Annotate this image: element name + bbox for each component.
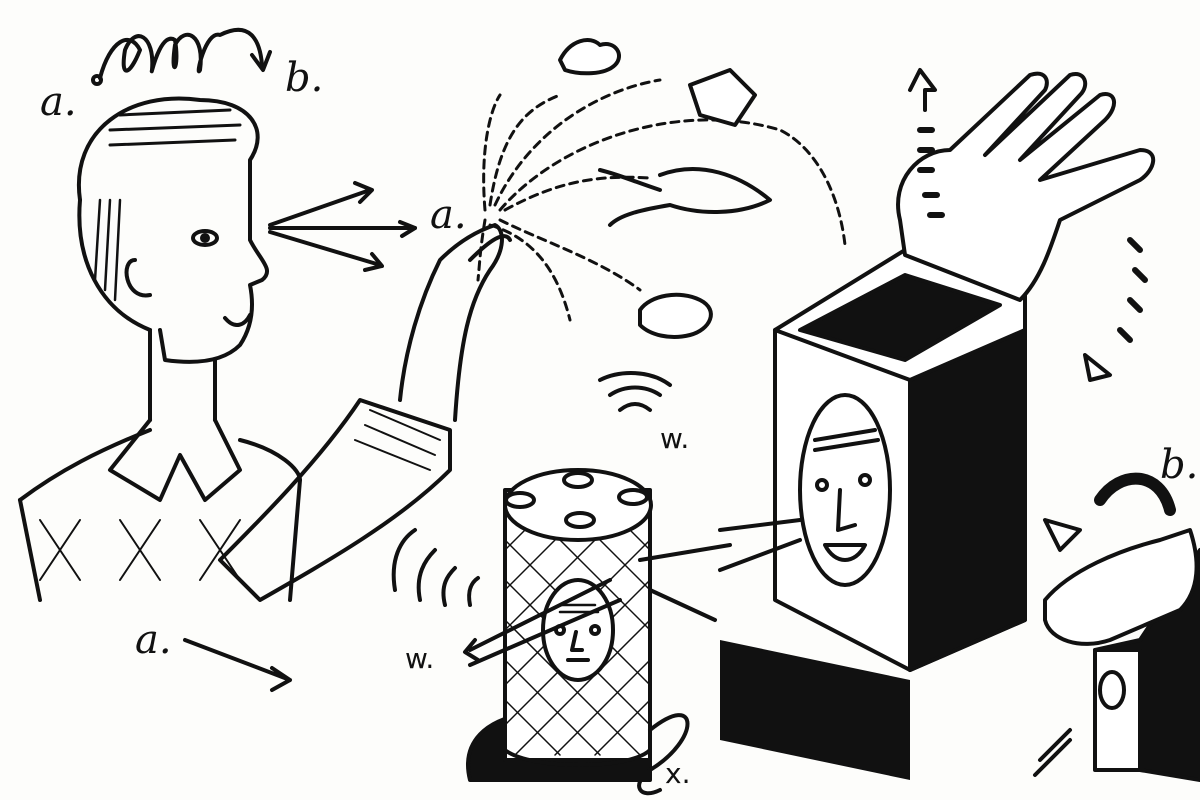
label-top-a: a. (40, 79, 77, 125)
small-box-hand-icon (1033, 472, 1200, 782)
glove-hand-icon (896, 68, 1156, 382)
label-top-b: b. (285, 55, 324, 101)
thought-shapes-icon (558, 38, 772, 339)
raised-hand-icon (218, 223, 512, 602)
label-bottom-a: a. (135, 617, 172, 663)
dashed-arrows-icon (476, 78, 847, 322)
label-speaker-w-left: w. (405, 642, 435, 675)
man-face-icon (18, 96, 302, 602)
label-right-b: b. (1160, 442, 1199, 488)
sight-arrows-icon (268, 181, 417, 272)
label-center-a: a. (430, 192, 467, 238)
spring-arrow-icon (91, 27, 272, 86)
smart-speaker-icon (391, 371, 732, 796)
label-cable-x: x. (665, 757, 691, 790)
bottom-arrow-icon (183, 638, 292, 692)
label-speaker-w-top: w. (660, 422, 690, 455)
open-box-icon (718, 248, 1027, 780)
